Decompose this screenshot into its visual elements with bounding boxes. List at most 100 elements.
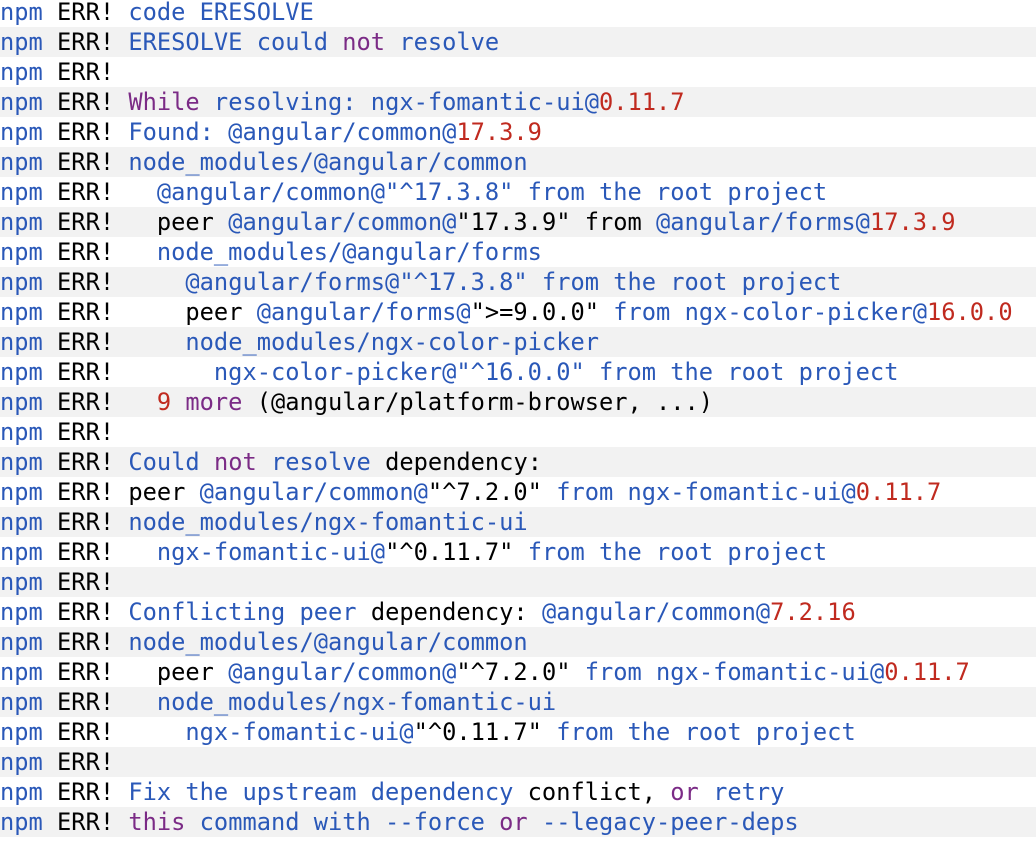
terminal-text-segment: Fix the upstream dependency: [128, 778, 528, 806]
terminal-text-segment: "^7.2.0": [427, 478, 557, 506]
terminal-text-segment: code ERESOLVE: [128, 0, 314, 26]
terminal-text-segment: @angular/common@: [228, 658, 457, 686]
terminal-text-segment: node_modules/@angular/common: [128, 148, 528, 176]
terminal-text-segment: ERR!: [57, 238, 157, 266]
terminal-text-segment: Could: [128, 448, 214, 476]
terminal-text-segment: npm: [0, 748, 58, 776]
terminal-text-segment: resolve: [385, 28, 500, 56]
terminal-text-segment: npm: [0, 658, 58, 686]
terminal-text-segment: @angular/forms@"^17.3.8" from the root p…: [185, 268, 842, 296]
terminal-line: npm ERR! peer @angular/common@"^7.2.0" f…: [0, 477, 1036, 507]
terminal-line: npm ERR! node_modules/@angular/forms: [0, 237, 1036, 267]
terminal-text-segment: "^7.2.0": [456, 658, 585, 686]
terminal-line: npm ERR! ERESOLVE could not resolve: [0, 27, 1036, 57]
terminal-text-segment: ERR!: [57, 0, 129, 26]
terminal-line: npm ERR! @angular/forms@"^17.3.8" from t…: [0, 267, 1036, 297]
terminal-text-segment: @angular/common@"^17.3.8" from the root …: [156, 178, 828, 206]
terminal-text-segment: dependency:: [370, 598, 542, 626]
terminal-text-segment: ERR!: [57, 328, 186, 356]
terminal-text-segment: or: [499, 808, 528, 836]
terminal-text-segment: npm: [0, 628, 58, 656]
terminal-line: npm ERR! Could not resolve dependency:: [0, 447, 1036, 477]
terminal-text-segment: ERR!: [57, 718, 186, 746]
terminal-line: npm ERR! Fix the upstream dependency con…: [0, 777, 1036, 807]
terminal-line: npm ERR! While resolving: ngx-fomantic-u…: [0, 87, 1036, 117]
terminal-text-segment: resolve: [256, 448, 386, 476]
terminal-line: npm ERR! code ERESOLVE: [0, 0, 1036, 27]
terminal-text-segment: more: [171, 388, 243, 416]
terminal-text-segment: from ngx-fomantic-ui@: [556, 478, 856, 506]
terminal-text-segment: ERESOLVE could: [128, 28, 343, 56]
terminal-text-segment: npm: [0, 118, 58, 146]
terminal-line: npm ERR!: [0, 57, 1036, 87]
terminal-text-segment: While: [128, 88, 200, 116]
terminal-text-segment: ERR!: [57, 268, 186, 296]
terminal-text-segment: "17.3.9" from: [456, 208, 657, 236]
terminal-text-segment: ERR!: [57, 538, 157, 566]
terminal-text-segment: peer: [156, 208, 229, 236]
terminal-text-segment: command with --force: [185, 808, 500, 836]
terminal-text-segment: 17.3.9: [456, 118, 542, 146]
terminal-text-segment: @angular/common@: [199, 478, 428, 506]
terminal-text-segment: ERR!: [57, 628, 129, 656]
terminal-line: npm ERR! ngx-color-picker@"^16.0.0" from…: [0, 357, 1036, 387]
terminal-text-segment: npm: [0, 538, 58, 566]
terminal-text-segment: 0.11.7: [884, 658, 970, 686]
terminal-text-segment: ERR!: [57, 58, 115, 86]
terminal-text-segment: npm: [0, 0, 58, 26]
terminal-text-segment: from ngx-fomantic-ui@: [584, 658, 885, 686]
terminal-text-segment: from the root project: [527, 538, 828, 566]
terminal-text-segment: 0.11.7: [598, 88, 685, 116]
terminal-text-segment: ERR!: [57, 688, 157, 716]
terminal-text-segment: ERR!: [57, 418, 115, 446]
terminal-line: npm ERR!: [0, 417, 1036, 447]
terminal-text-segment: 17.3.9: [869, 208, 956, 236]
terminal-text-segment: ngx-fomantic-ui@: [156, 538, 386, 566]
terminal-line: npm ERR! 9 more (@angular/platform-brows…: [0, 387, 1036, 417]
terminal-line: npm ERR! this command with --force or --…: [0, 807, 1036, 837]
terminal-text-segment: dependency:: [385, 448, 542, 476]
terminal-text-segment: resolving: ngx-fomantic-ui@: [199, 88, 599, 116]
terminal-text-segment: ERR!: [57, 298, 186, 326]
terminal-text-segment: node_modules/ngx-fomantic-ui: [156, 688, 557, 716]
terminal-text-segment: "^0.11.7": [385, 538, 528, 566]
terminal-text-segment: npm: [0, 568, 58, 596]
terminal-text-segment: ERR!: [57, 478, 129, 506]
terminal-text-segment: npm: [0, 268, 58, 296]
terminal-text-segment: node_modules/ngx-fomantic-ui: [128, 508, 528, 536]
terminal-text-segment: from the root project: [556, 718, 856, 746]
terminal-text-segment: ">=9.0.0": [470, 298, 614, 326]
terminal-text-segment: not: [213, 448, 257, 476]
terminal-line: npm ERR! ngx-fomantic-ui@"^0.11.7" from …: [0, 717, 1036, 747]
terminal-line: npm ERR! ngx-fomantic-ui@"^0.11.7" from …: [0, 537, 1036, 567]
terminal-text-segment: Found: @angular/common@: [128, 118, 457, 146]
terminal-text-segment: ERR!: [57, 28, 129, 56]
terminal-text-segment: @angular/forms@: [256, 298, 471, 326]
terminal-text-segment: @angular/common@: [541, 598, 771, 626]
terminal-text-segment: ERR!: [57, 598, 129, 626]
terminal-line: npm ERR! node_modules/ngx-fomantic-ui: [0, 507, 1036, 537]
terminal-text-segment: node_modules/ngx-color-picker: [185, 328, 599, 356]
terminal-text-segment: ERR!: [57, 508, 129, 536]
terminal-text-segment: ERR!: [57, 448, 129, 476]
terminal-text-segment: ERR!: [57, 778, 129, 806]
terminal-text-segment: npm: [0, 418, 58, 446]
terminal-line: npm ERR! node_modules/@angular/common: [0, 147, 1036, 177]
terminal-text-segment: npm: [0, 328, 58, 356]
terminal-text-segment: ERR!: [57, 808, 129, 836]
terminal-line: npm ERR! node_modules/ngx-color-picker: [0, 327, 1036, 357]
terminal-text-segment: npm: [0, 178, 58, 206]
terminal-text-segment: npm: [0, 478, 58, 506]
terminal-line: npm ERR! peer @angular/common@"^7.2.0" f…: [0, 657, 1036, 687]
terminal-text-segment: 0.11.7: [855, 478, 942, 506]
terminal-text-segment: retry: [698, 778, 785, 806]
terminal-line: npm ERR!: [0, 747, 1036, 777]
terminal-text-segment: ngx-color-picker@"^16.0.0" from the root…: [213, 358, 899, 386]
terminal-text-segment: 16.0.0: [927, 298, 1013, 326]
terminal-text-segment: "^0.11.7": [413, 718, 557, 746]
terminal-text-segment: node_modules/@angular/forms: [156, 238, 542, 266]
terminal-text-segment: ERR!: [57, 748, 115, 776]
terminal-text-segment: ERR!: [57, 568, 115, 596]
terminal-text-segment: npm: [0, 508, 58, 536]
terminal-text-segment: npm: [0, 238, 58, 266]
